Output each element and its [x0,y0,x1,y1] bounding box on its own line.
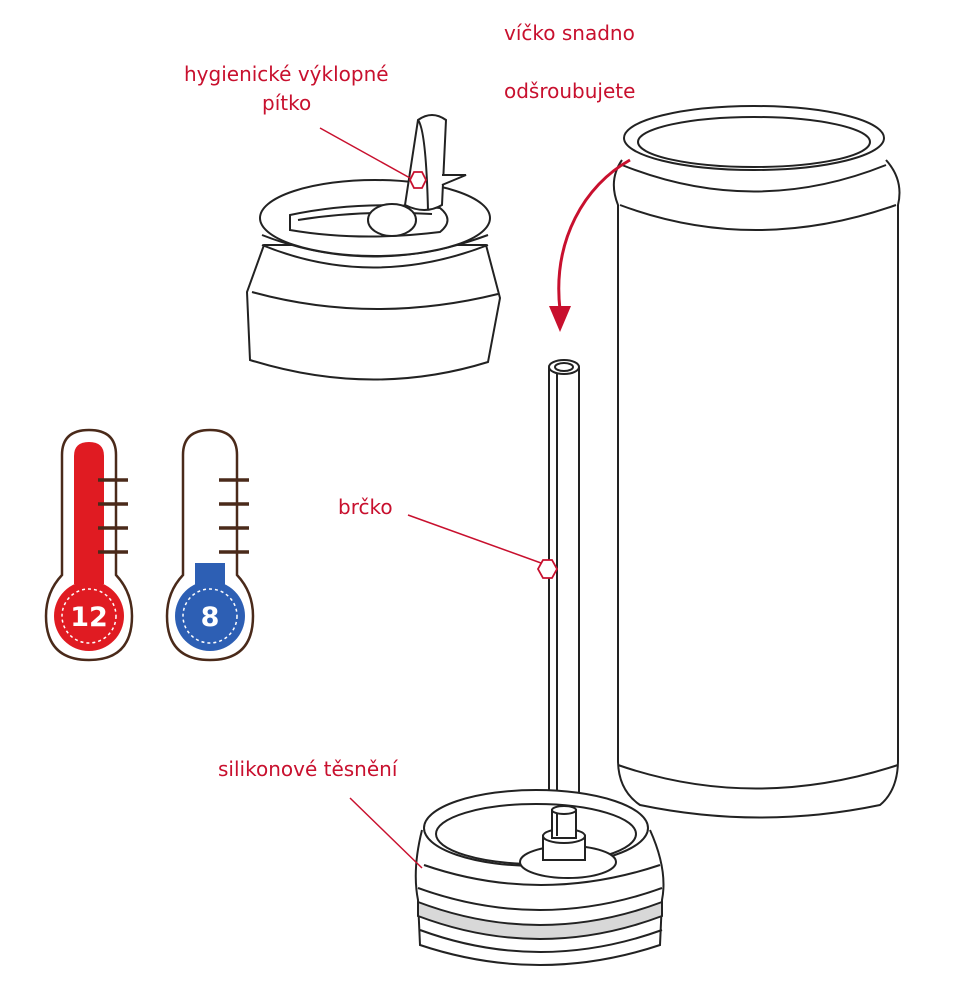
can-body [612,105,901,819]
flip-lid [245,114,502,381]
silicone-seal-band [417,900,663,940]
cold-hours-value: 8 [201,602,220,633]
label-silicone-seal: silikonové těsnění [218,757,399,781]
labels: hygienické výklopné pítko víčko snadno o… [184,21,635,781]
hot-hours-value: 12 [70,602,108,633]
straw [548,359,580,849]
label-lid-unscrew-line2: odšroubujete [504,79,635,103]
straw-pointer [407,514,542,564]
label-straw-lid-line2: pítko [262,91,311,115]
unscrew-arrow [549,158,631,332]
arrow-head-icon [549,306,571,332]
label-lid-unscrew-line1: víčko snadno [504,21,635,45]
hot-thermometer-icon: 12 [44,428,134,662]
cold-thermometer-icon: 8 [165,428,255,662]
seal-pointer [349,797,423,869]
callout-lines [319,127,559,869]
label-straw-lid-line1: hygienické výklopné [184,62,389,86]
label-straw: brčko [338,495,393,519]
straw-lid-pointer [319,127,411,179]
straw-pointer-hexagon [536,559,559,579]
bottom-lid [414,789,665,966]
